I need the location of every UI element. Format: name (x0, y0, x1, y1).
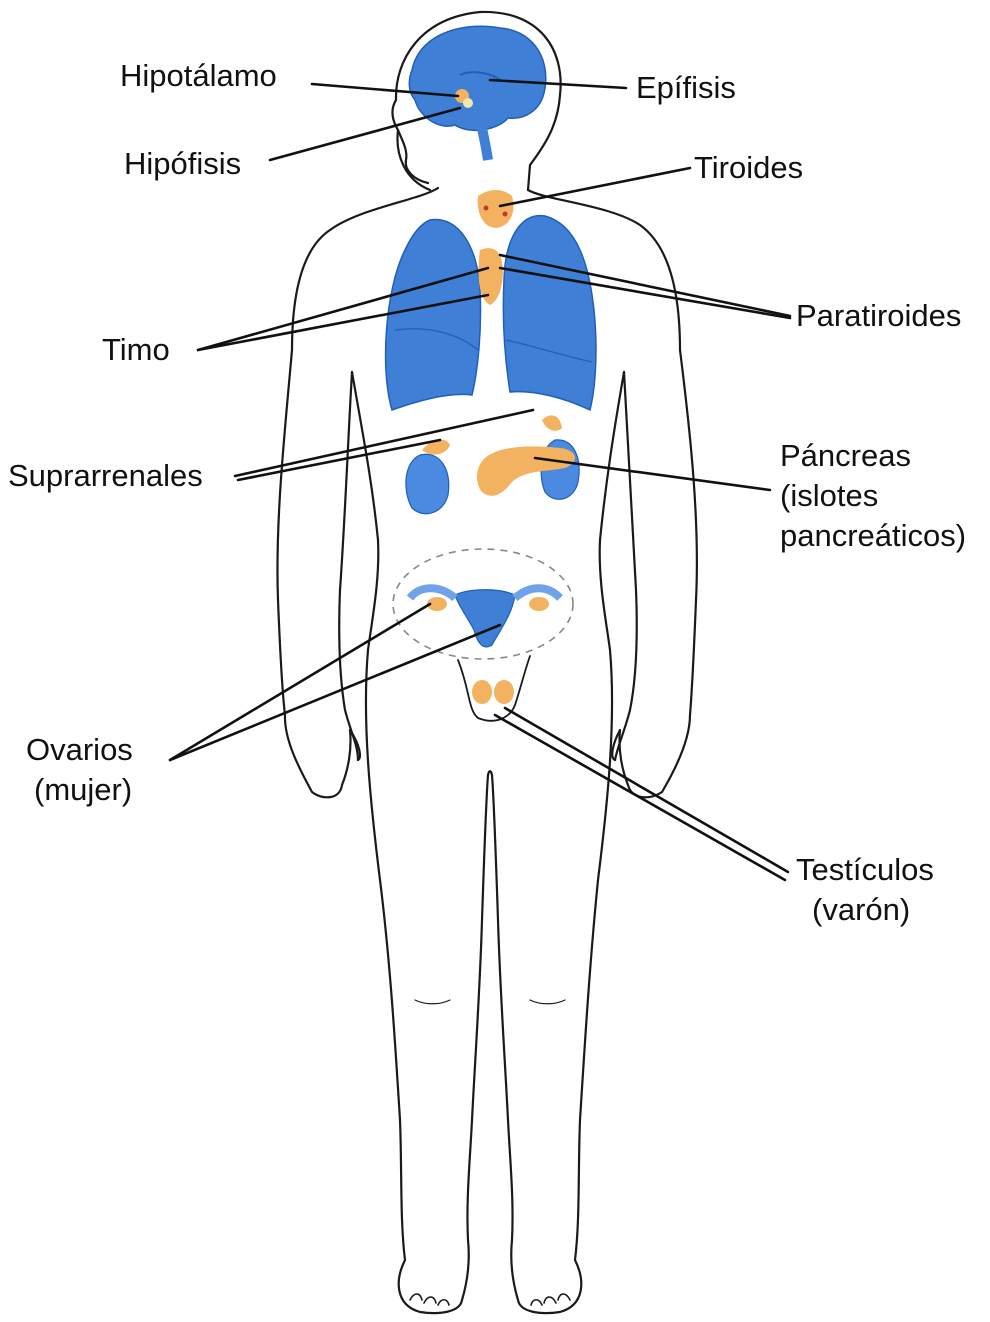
left-kidney-shape (406, 454, 449, 514)
right-testis-shape (494, 680, 514, 704)
label-pancreas-line-1: Páncreas (780, 436, 966, 476)
label-testiculos-line-2: (varón) (796, 890, 934, 930)
label-pancreas: Páncreas (islotes pancreáticos) (780, 436, 966, 556)
label-ovarios-line-1: Ovarios (26, 730, 133, 770)
left-lung-shape (386, 220, 481, 410)
label-suprarrenales: Suprarrenales (8, 456, 203, 496)
brain-shape (409, 26, 545, 130)
right-ovary-shape (529, 597, 549, 611)
right-adrenal-shape (542, 415, 562, 430)
label-tiroides: Tiroides (694, 148, 803, 188)
label-paratiroides: Paratiroides (796, 296, 961, 336)
label-testiculos-line-1: Testículos (796, 850, 934, 890)
label-ovarios: Ovarios (mujer) (26, 730, 133, 810)
right-lung-shape (503, 216, 596, 410)
label-timo: Timo (102, 330, 170, 370)
label-hipotalamo: Hipotálamo (120, 56, 277, 96)
label-ovarios-line-2: (mujer) (26, 770, 133, 810)
label-hipofisis: Hipófisis (124, 144, 241, 184)
label-epifisis: Epífisis (636, 68, 736, 108)
uterus-shape (455, 590, 515, 647)
left-testis-shape (472, 680, 492, 704)
thyroid-shape (478, 190, 514, 228)
label-pancreas-line-2: (islotes (780, 476, 966, 516)
label-testiculos: Testículos (varón) (796, 850, 934, 930)
label-pancreas-line-3: pancreáticos) (780, 516, 966, 556)
